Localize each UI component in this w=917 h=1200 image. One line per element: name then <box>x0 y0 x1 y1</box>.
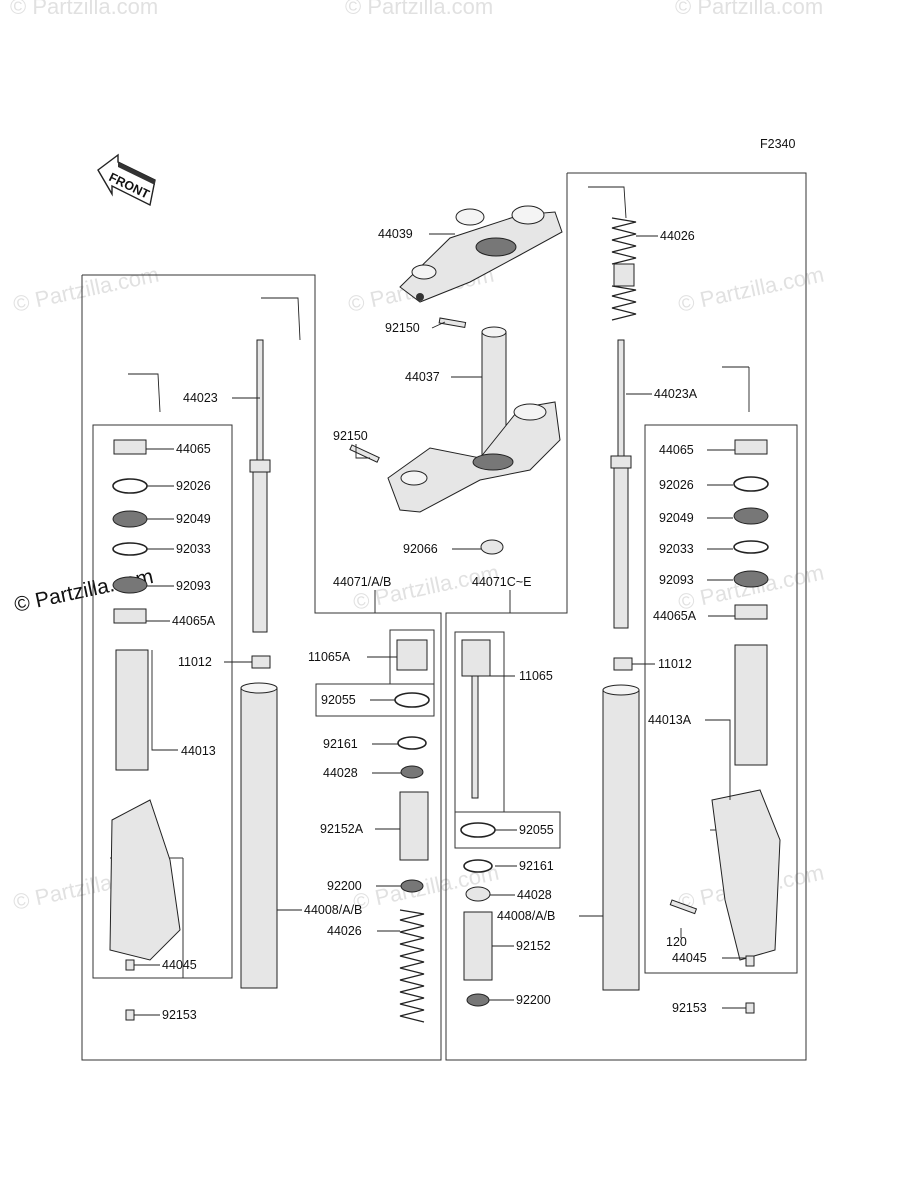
label-92153-left: 92153 <box>162 1008 197 1022</box>
label-44045-right: 44045 <box>672 951 707 965</box>
watermark: © Partzilla.com <box>676 262 826 317</box>
label-92033-left: 92033 <box>176 542 211 556</box>
label-44023a: 44023A <box>654 387 698 401</box>
label-44008-left: 44008/A/B <box>304 903 362 917</box>
label-11012-right: 11012 <box>658 657 692 671</box>
label-44065-left: 44065 <box>176 442 211 456</box>
right-spring <box>611 217 637 321</box>
label-44026-left: 44026 <box>327 924 362 938</box>
label-11065a: 11065A <box>308 650 351 664</box>
label-44023: 44023 <box>183 391 218 405</box>
label-92152a: 92152A <box>320 822 364 836</box>
label-44008-right: 44008/A/B <box>497 909 555 923</box>
label-44065-right: 44065 <box>659 443 694 457</box>
label-44065a-left: 44065A <box>172 614 216 628</box>
center-cap-parts <box>394 639 430 893</box>
label-92055-left: 92055 <box>321 693 356 707</box>
label-92150-top: 92150 <box>385 321 420 335</box>
left-damper-rod <box>249 339 271 633</box>
lower-triple-clamp <box>349 401 561 513</box>
label-44039: 44039 <box>378 227 413 241</box>
washer-44045-right <box>745 955 755 967</box>
center-spring <box>399 909 425 1023</box>
right-outer-tube <box>711 644 781 961</box>
watermark: © Partzilla.com <box>345 0 493 19</box>
label-92026-right: 92026 <box>659 478 694 492</box>
label-92161-left: 92161 <box>323 737 358 751</box>
label-44065a-right: 44065A <box>653 609 697 623</box>
leader-lines <box>134 233 746 1016</box>
label-44028-right: 44028 <box>517 888 552 902</box>
front-arrow-icon: FRONT <box>97 153 156 207</box>
label-44071ab: 44071/A/B <box>333 575 391 589</box>
break-marks <box>128 186 750 413</box>
label-44037: 44037 <box>405 370 440 384</box>
label-44045-left: 44045 <box>162 958 197 972</box>
part-labels: 44039 92150 44037 92150 92066 44071/A/B … <box>162 227 707 1022</box>
label-92093-right: 92093 <box>659 573 694 587</box>
label-92150-mid: 92150 <box>333 429 368 443</box>
label-92152: 92152 <box>516 939 551 953</box>
label-92161-right: 92161 <box>519 859 554 873</box>
center-inner-tube <box>240 682 278 989</box>
label-44013a: 44013A <box>648 713 692 727</box>
label-92066: 92066 <box>403 542 438 556</box>
washer-44045-left <box>125 959 135 971</box>
label-44071ce: 44071C~E <box>472 575 531 589</box>
label-92055-right: 92055 <box>519 823 554 837</box>
bolt-92153-right <box>745 1002 755 1014</box>
label-92093-left: 92093 <box>176 579 211 593</box>
right-damper-rod <box>610 339 632 629</box>
label-44026-right: 44026 <box>660 229 695 243</box>
label-92049-left: 92049 <box>176 512 211 526</box>
bolt-120 <box>669 899 698 915</box>
label-11012-left: 11012 <box>178 655 212 669</box>
label-120: 120 <box>666 935 687 949</box>
watermark: © Partzilla.com <box>10 0 158 19</box>
upper-triple-clamp <box>399 205 563 303</box>
bolt-92153-left <box>125 1009 135 1021</box>
bushing-11012-left <box>251 655 271 669</box>
bushing-11012-right <box>613 657 633 671</box>
label-92026-left: 92026 <box>176 479 211 493</box>
watermark: © Partzilla.com <box>675 0 823 19</box>
label-92033-right: 92033 <box>659 542 694 556</box>
left-outer-tube <box>109 649 181 961</box>
diagram-code: F2340 <box>760 137 795 151</box>
bolt-92150-top <box>438 317 467 329</box>
right-cartridge <box>460 639 496 1007</box>
label-92049-right: 92049 <box>659 511 694 525</box>
label-11065: 11065 <box>519 669 553 683</box>
watermark: © Partzilla.com <box>11 262 161 317</box>
label-92153-right: 92153 <box>672 1001 707 1015</box>
right-seal-stack <box>733 439 769 620</box>
label-92200-left: 92200 <box>327 879 362 893</box>
label-44013: 44013 <box>181 744 216 758</box>
label-92200-right: 92200 <box>516 993 551 1007</box>
stem-nut <box>480 539 504 555</box>
right-inner-tube <box>602 684 640 991</box>
label-44028-left: 44028 <box>323 766 358 780</box>
left-seal-stack <box>112 439 148 624</box>
